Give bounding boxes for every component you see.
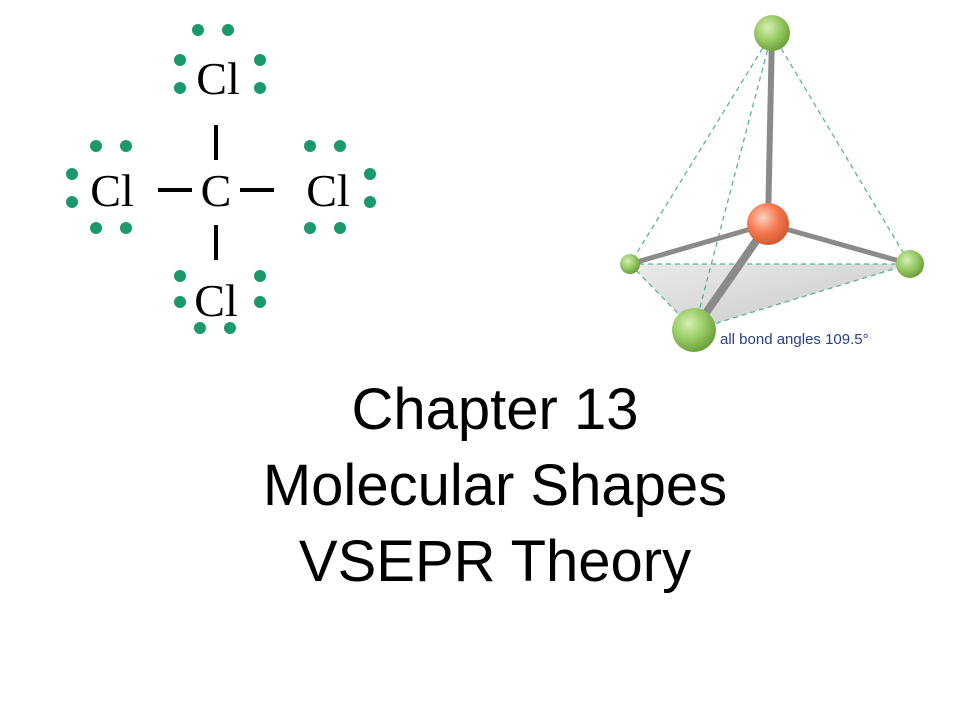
ligand-atom-bottom: Cl (194, 275, 237, 326)
lone-pairs-top (174, 24, 266, 94)
title-line-chapter: Chapter 13 (351, 377, 639, 442)
base-plane (630, 264, 910, 330)
ligand-atom-left: Cl (90, 165, 133, 216)
central-atom: C (201, 165, 232, 216)
bond-angle-caption: all bond angles 109.5° (720, 331, 869, 348)
ligand-sphere-top (754, 15, 790, 51)
ligand-sphere-front (672, 308, 716, 352)
lone-pairs-right (304, 140, 376, 234)
title-line-theory: VSEPR Theory (298, 529, 692, 594)
central-sphere (747, 203, 789, 245)
ligand-atom-top: Cl (196, 53, 239, 104)
ligand-atom-right: Cl (306, 165, 349, 216)
tetrahedral-model-diagram: all bond angles 109.5° (620, 15, 924, 352)
lewis-structure-diagram: C Cl Cl Cl Cl (66, 24, 376, 334)
ligand-sphere-left (620, 254, 640, 274)
title-line-topic: Molecular Shapes (262, 453, 728, 518)
ligand-sphere-right (896, 250, 924, 278)
slide-title: Chapter 13 Molecular Shapes VSEPR Theory (0, 372, 960, 600)
lone-pairs-left (66, 140, 132, 234)
lone-pairs-bottom (174, 270, 266, 334)
